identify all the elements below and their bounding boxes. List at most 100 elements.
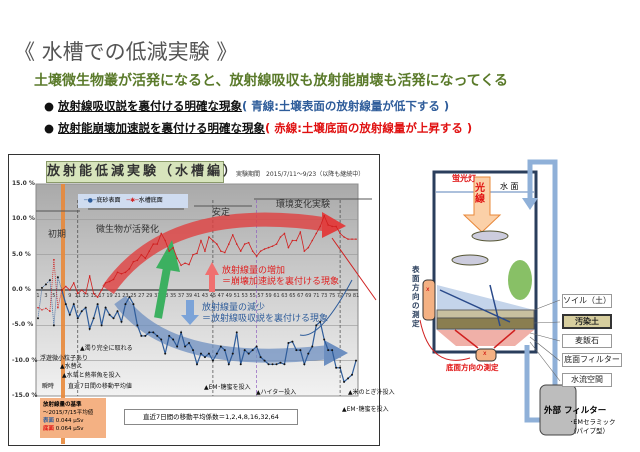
data-point [323, 215, 326, 217]
water-plant [508, 260, 532, 300]
data-point [180, 264, 182, 267]
data-point [247, 241, 250, 244]
x-tick-label: 13 [83, 293, 89, 299]
x-tick-label: 61 [273, 293, 279, 299]
data-point [76, 317, 79, 320]
data-point [196, 363, 198, 366]
x-tick-label: 27 [138, 293, 144, 299]
data-point [307, 352, 310, 355]
data-point [128, 296, 131, 299]
y-tick-label: 15.0 % [12, 180, 35, 187]
x-tick-label: 23 [122, 293, 128, 299]
data-point [267, 363, 270, 366]
data-point [108, 280, 111, 283]
data-point [239, 250, 242, 252]
data-point [144, 257, 147, 260]
data-point [120, 272, 123, 275]
data-point [311, 345, 314, 348]
data-point [184, 345, 187, 348]
surface-pointer [299, 279, 353, 336]
data-point [172, 338, 175, 341]
data-point [255, 255, 258, 257]
data-point [235, 331, 238, 334]
layer-label: 麦飯石 [562, 334, 612, 348]
data-point [351, 238, 353, 240]
event: ▲水草と熱帯魚を投入 [62, 372, 121, 379]
data-point [219, 345, 222, 348]
x-tick-label: 71 [313, 293, 319, 299]
data-point [275, 243, 278, 245]
event: 浮遊微小粒子あり [40, 355, 89, 362]
data-point [176, 345, 179, 348]
data-point [335, 225, 337, 228]
data-point [88, 327, 91, 330]
subtitle: 土壌微生物叢が活発になると、放射線吸収も放射能崩壊も活発になってくる [34, 73, 509, 89]
data-point [227, 363, 230, 366]
red-trend-arrowhead [322, 212, 346, 238]
x-tick-label: 63 [281, 293, 287, 299]
x-tick-label: 5 [52, 293, 55, 299]
data-point [52, 324, 55, 327]
x-tick-label: 67 [297, 293, 303, 299]
x-tick-label: 51 [234, 293, 240, 299]
data-point [323, 338, 326, 341]
x-tick-label: 75 [329, 293, 335, 299]
x-tick-label: 35 [170, 293, 176, 299]
data-point [116, 310, 119, 313]
x-tick-label: 25 [130, 293, 136, 299]
data-point [176, 257, 178, 260]
contaminated-soil-layer [436, 317, 535, 330]
x-tick-label: 15 [90, 293, 96, 299]
layer-label: 水流空間 [562, 373, 612, 387]
data-point [355, 359, 357, 362]
bottom-pointer [331, 237, 377, 301]
data-point [48, 279, 51, 282]
data-point [291, 340, 294, 343]
data-point [104, 282, 107, 284]
layer-label: 底面フィルター [562, 353, 622, 367]
data-point [64, 303, 67, 306]
data-point [80, 289, 83, 291]
phase-initial: 初期 [48, 230, 67, 240]
data-point [251, 349, 254, 352]
data-point [132, 303, 135, 306]
data-point [100, 289, 103, 291]
data-point [112, 317, 115, 320]
x-tick-label: 81 [353, 293, 359, 299]
data-point [283, 232, 286, 235]
bottom-radiation-arrows [454, 329, 516, 349]
data-point [331, 225, 333, 228]
x-tick-label: 59 [265, 293, 271, 299]
data-point [61, 289, 63, 291]
x-mark: x [483, 350, 487, 357]
data-point [69, 289, 71, 291]
data-point [204, 250, 206, 252]
data-point [116, 271, 119, 274]
data-point [168, 334, 171, 337]
x-tick-label: 47 [218, 293, 224, 299]
data-point [192, 253, 194, 256]
down-arrow-icon [181, 300, 199, 325]
data-point [259, 356, 262, 359]
data-point [180, 331, 183, 334]
x-tick-label: 29 [146, 293, 152, 299]
bullet-2: ● 放射能崩壊加速説を裏付ける明確な現象( 赤線:土壌底面の放射線量が上昇する … [44, 121, 473, 135]
data-point [271, 363, 274, 366]
data-point [315, 324, 318, 327]
data-point [96, 296, 99, 298]
x-tick-label: 53 [242, 293, 248, 299]
event: 直近7日間の移動平均値 [68, 383, 132, 390]
data-point [347, 238, 349, 240]
data-point [160, 232, 163, 235]
data-point [207, 352, 210, 355]
data-point [148, 331, 151, 334]
data-point [259, 250, 262, 252]
data-point [216, 243, 218, 245]
data-point [231, 234, 234, 236]
data-point [200, 239, 202, 242]
data-point [199, 352, 202, 355]
data-point [57, 306, 59, 309]
data-point [319, 320, 322, 323]
x-tick-label: 73 [321, 293, 327, 299]
